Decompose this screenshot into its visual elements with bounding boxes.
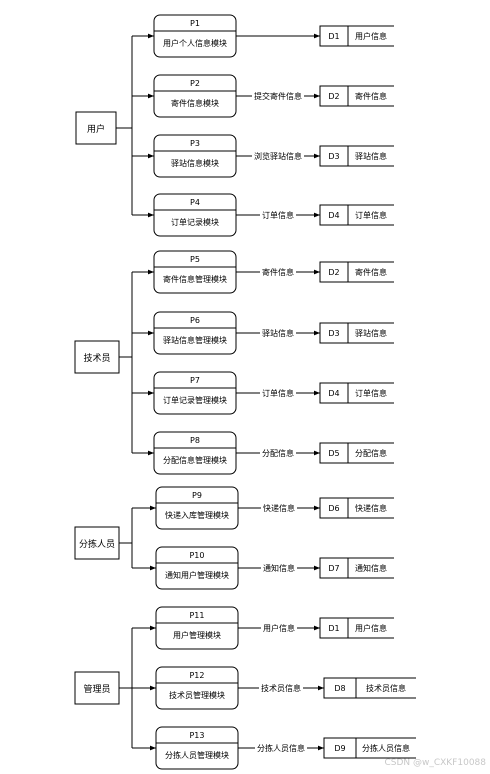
flow-label: 分拣人员信息 bbox=[257, 743, 305, 753]
data-store-id: D9 bbox=[334, 744, 345, 753]
flow-label-bg bbox=[260, 447, 296, 458]
flow-label: 分配信息 bbox=[262, 448, 294, 458]
data-store-id: D3 bbox=[328, 152, 339, 161]
process-label: 订单记录模块 bbox=[171, 217, 219, 227]
data-store-label: 快递信息 bbox=[355, 503, 387, 513]
flow-label: 订单信息 bbox=[262, 388, 294, 398]
process-label: 分拣人员管理模块 bbox=[165, 750, 229, 760]
flow-label-bg bbox=[260, 327, 296, 338]
actor-label: 技术员 bbox=[83, 352, 110, 364]
flow-label-bg bbox=[252, 90, 304, 101]
data-store-label: 寄件信息 bbox=[355, 91, 387, 101]
process-id: P8 bbox=[190, 436, 200, 445]
data-store-id: D1 bbox=[328, 32, 339, 41]
process-label: 订单记录管理模块 bbox=[163, 395, 227, 405]
process-id: P2 bbox=[190, 79, 200, 88]
process-label: 寄件信息管理模块 bbox=[163, 274, 227, 284]
data-store-id: D2 bbox=[328, 268, 339, 277]
flow-label: 寄件信息 bbox=[262, 267, 294, 277]
data-store-label: 订单信息 bbox=[355, 388, 387, 398]
flow-label: 快递信息 bbox=[263, 503, 295, 513]
process-label: 驿站信息模块 bbox=[171, 158, 219, 168]
process-label: 快递入库管理模块 bbox=[165, 510, 229, 520]
process-id: P1 bbox=[190, 19, 200, 28]
process-id: P7 bbox=[190, 376, 200, 385]
flow-label: 订单信息 bbox=[262, 210, 294, 220]
watermark: CSDN @w_CXKF10088 bbox=[384, 758, 486, 768]
data-store-label: 驿站信息 bbox=[355, 151, 387, 161]
flow-label-bg bbox=[259, 682, 303, 693]
actor-label: 用户 bbox=[87, 123, 105, 135]
process-id: P10 bbox=[189, 551, 204, 560]
data-store-label: 分拣人员信息 bbox=[362, 743, 410, 753]
flow-label: 驿站信息 bbox=[262, 328, 294, 338]
process-id: P5 bbox=[190, 255, 200, 264]
flow-label-bg bbox=[252, 150, 304, 161]
data-store-label: 订单信息 bbox=[355, 210, 387, 220]
process-label: 寄件信息模块 bbox=[171, 98, 219, 108]
data-store-label: 驿站信息 bbox=[355, 328, 387, 338]
process-id: P13 bbox=[189, 731, 204, 740]
data-store-id: D4 bbox=[328, 389, 339, 398]
data-store-label: 通知信息 bbox=[355, 563, 387, 573]
data-store-id: D5 bbox=[328, 449, 339, 458]
flow-label-bg bbox=[261, 622, 297, 633]
flow-label-bg bbox=[260, 266, 296, 277]
data-store-id: D4 bbox=[328, 211, 339, 220]
process-label: 驿站信息管理模块 bbox=[163, 335, 227, 345]
flow-label: 通知信息 bbox=[263, 563, 295, 573]
flow-label-bg bbox=[261, 562, 297, 573]
flow-label-bg bbox=[255, 742, 307, 753]
flow-label-bg bbox=[260, 209, 296, 220]
data-store-label: 用户信息 bbox=[355, 623, 387, 633]
process-id: P9 bbox=[192, 491, 202, 500]
process-id: P6 bbox=[190, 316, 200, 325]
process-id: P3 bbox=[190, 139, 200, 148]
data-store-id: D1 bbox=[328, 624, 339, 633]
process-id: P4 bbox=[190, 198, 200, 207]
data-store-id: D8 bbox=[334, 684, 345, 693]
flow-label: 技术员信息 bbox=[261, 683, 301, 693]
data-store-label: 用户信息 bbox=[355, 31, 387, 41]
process-label: 用户管理模块 bbox=[173, 630, 221, 640]
process-label: 用户个人信息模块 bbox=[163, 38, 227, 48]
data-store-id: D7 bbox=[328, 564, 339, 573]
data-store-id: D3 bbox=[328, 329, 339, 338]
process-label: 技术员管理模块 bbox=[169, 690, 225, 700]
process-label: 分配信息管理模块 bbox=[163, 455, 227, 465]
flow-label: 用户信息 bbox=[263, 623, 295, 633]
actor-label: 分拣人员 bbox=[79, 538, 115, 550]
actor-label: 管理员 bbox=[83, 683, 110, 695]
flow-label: 浏览驿站信息 bbox=[254, 151, 302, 161]
process-id: P12 bbox=[189, 671, 204, 680]
data-store-label: 分配信息 bbox=[355, 448, 387, 458]
flow-label-bg bbox=[260, 387, 296, 398]
data-store-label: 技术员信息 bbox=[366, 683, 406, 693]
data-store-id: D2 bbox=[328, 92, 339, 101]
process-label: 通知用户管理模块 bbox=[165, 570, 229, 580]
flow-label-bg bbox=[261, 502, 297, 513]
flow-label: 提交寄件信息 bbox=[254, 91, 302, 101]
process-id: P11 bbox=[189, 611, 204, 620]
data-store-label: 寄件信息 bbox=[355, 267, 387, 277]
data-store-id: D6 bbox=[328, 504, 339, 513]
